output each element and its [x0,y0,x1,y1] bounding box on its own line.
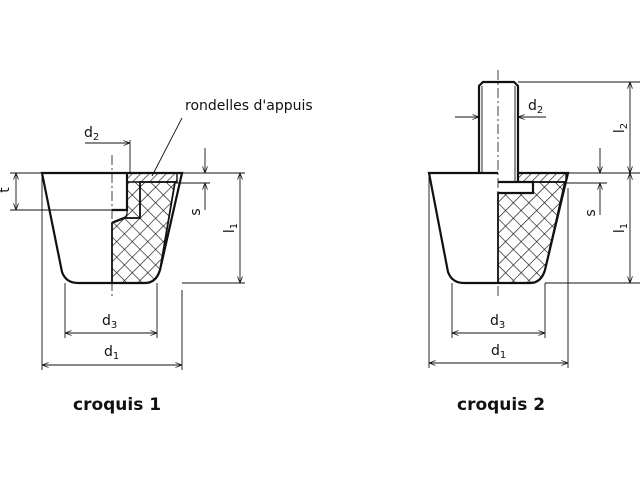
body-outline [427,171,570,285]
dim-d3: d3 [490,313,505,331]
dim-l1: l1 [222,223,240,233]
caption-sketch-2: croquis 2 [457,395,545,415]
rubber-section [111,181,177,284]
support-washer [126,172,178,183]
support-washer [517,172,567,183]
dim-d2: d2 [528,98,543,116]
dim-d3: d3 [102,313,117,331]
sketch-1: t d2 rondelles d'appuis s l1 d3 d1 croqu… [0,98,313,415]
dim-d1: d1 [491,343,506,361]
dim-l2: l2 [612,123,630,133]
caption-sketch-1: croquis 1 [73,395,161,415]
dim-s: s [188,208,204,215]
sketch-2: d2 l2 l1 s d3 d1 croquis 2 [427,70,640,415]
dim-s: s [583,209,599,216]
threaded-stud [477,80,520,182]
dim-d1: d1 [104,344,119,362]
dim-l1: l1 [612,223,630,233]
dim-t: t [0,187,13,193]
dim-d2: d2 [84,125,99,143]
body-outline [40,171,184,285]
annotation-support-washers: rondelles d'appuis [185,98,313,114]
